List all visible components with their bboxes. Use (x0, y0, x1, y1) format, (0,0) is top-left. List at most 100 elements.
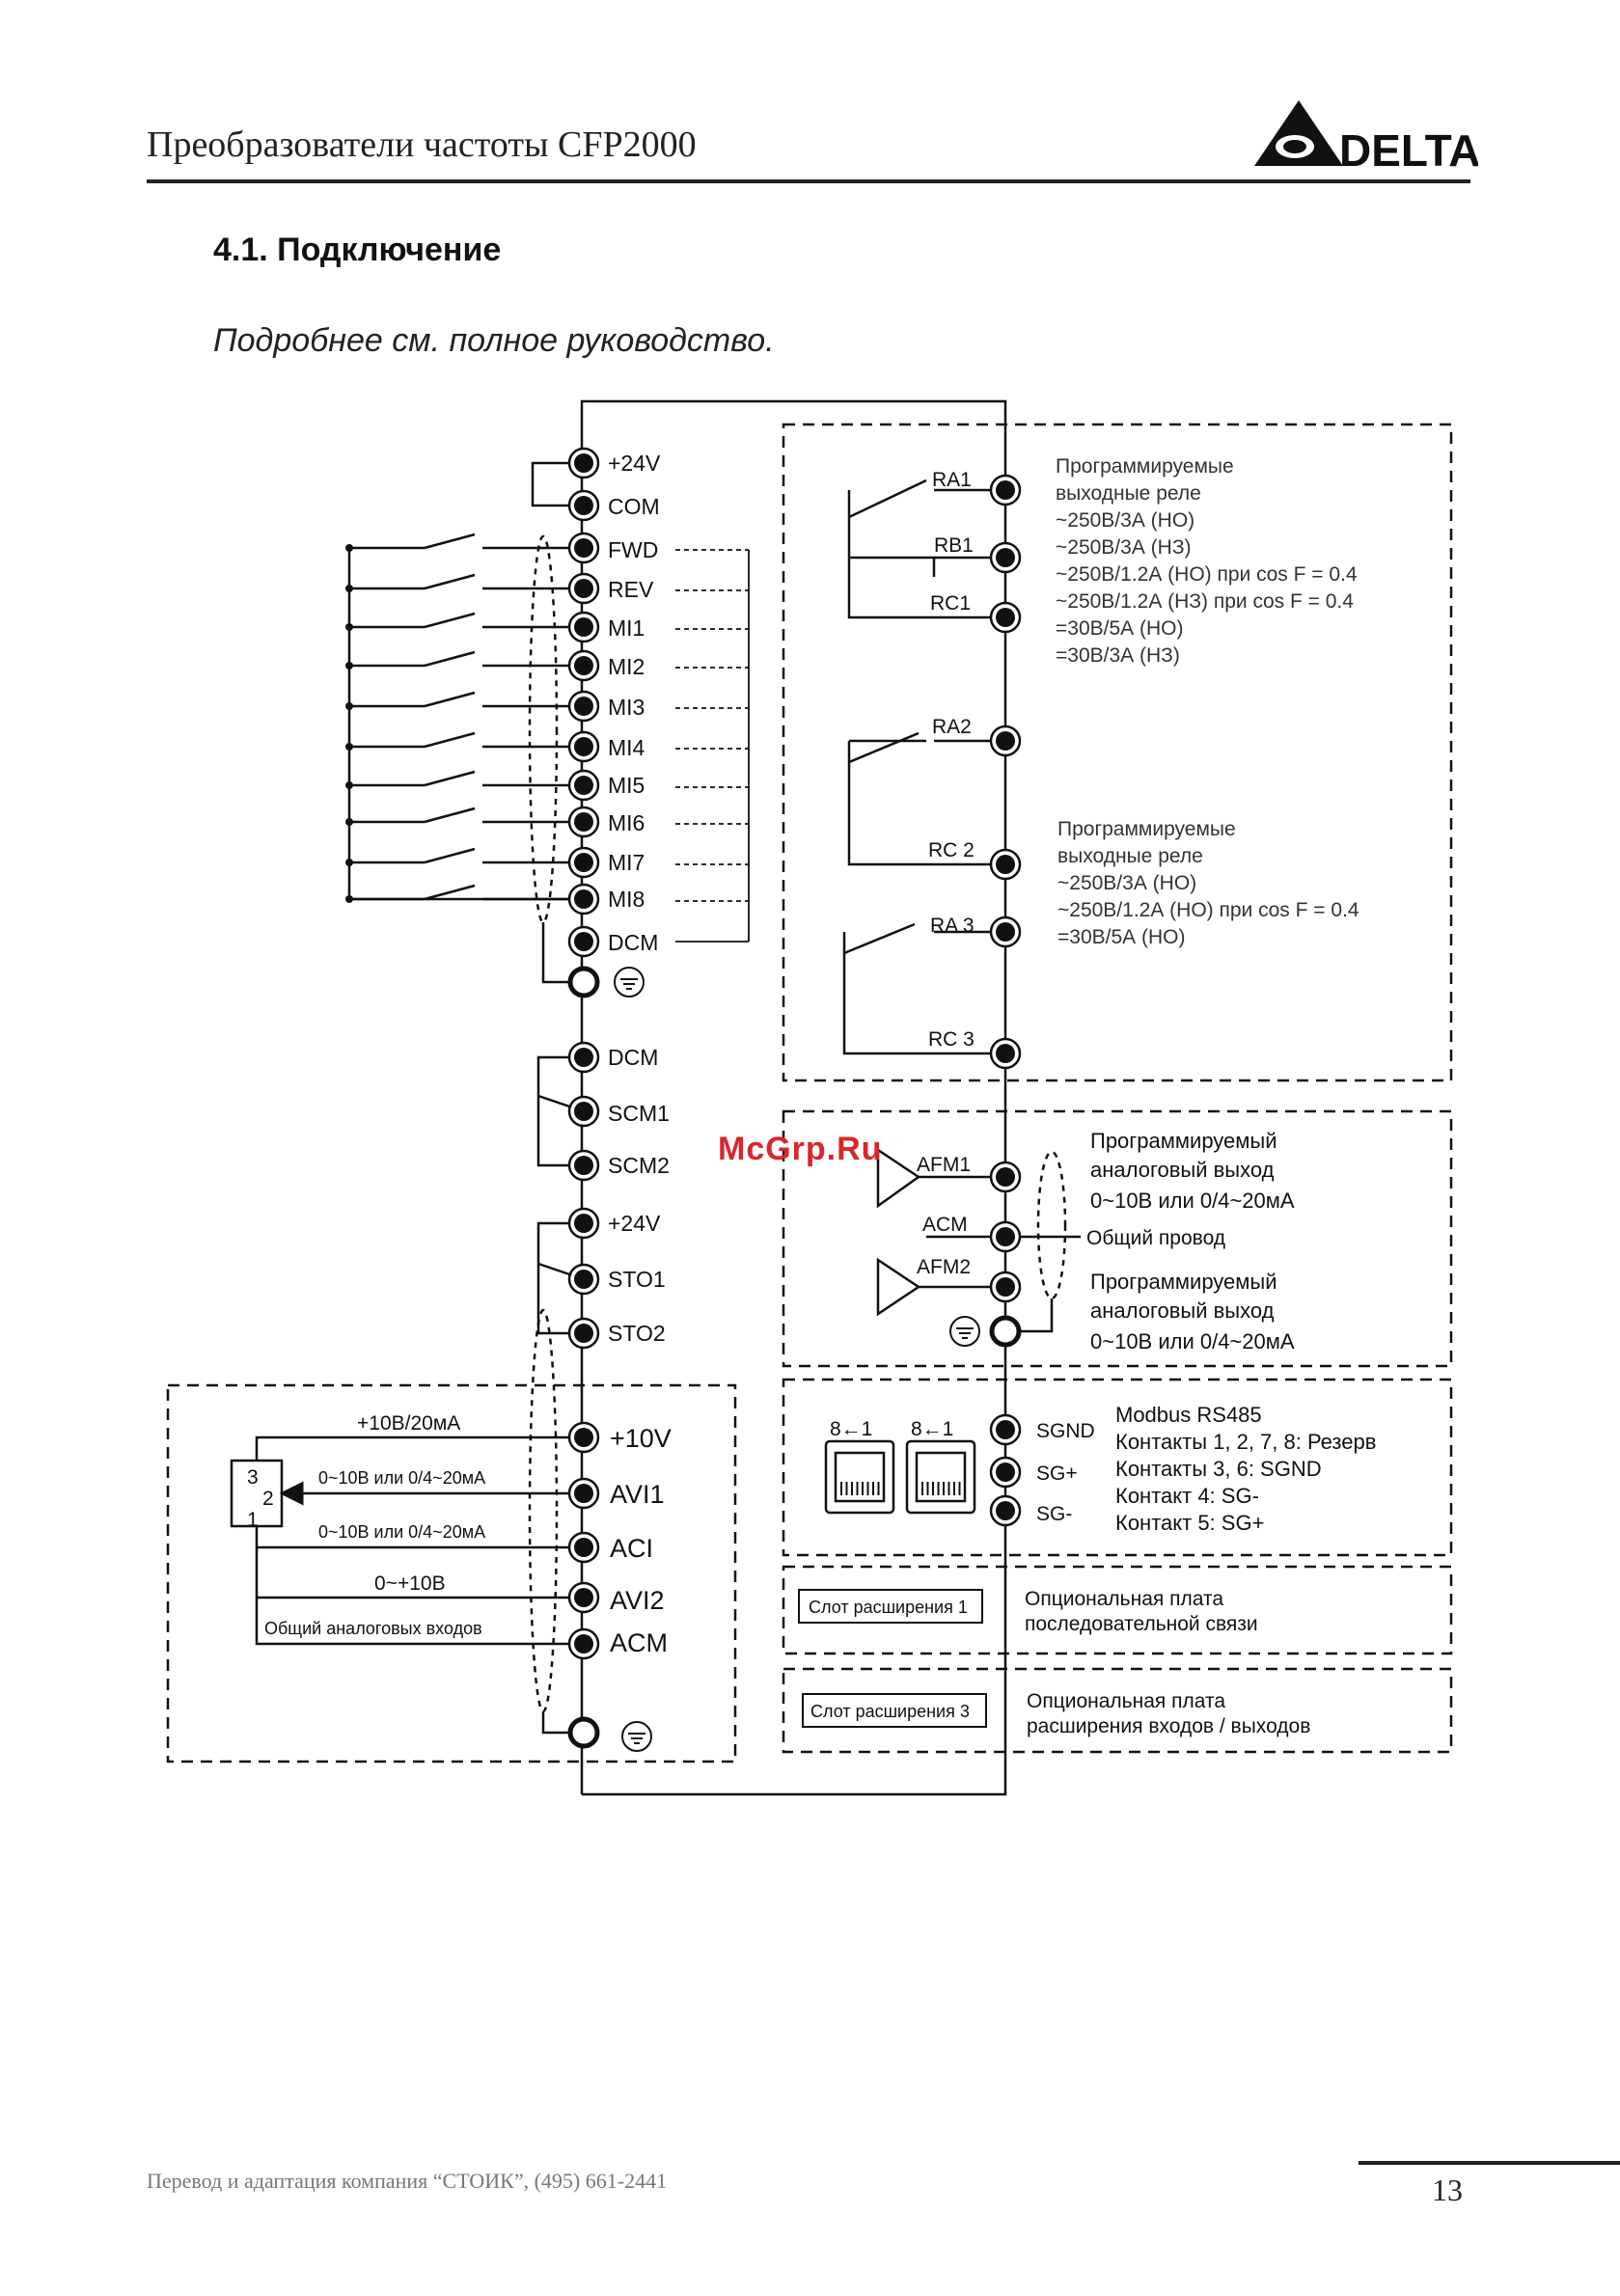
svg-text:~250В/1.2А (НЗ) при cos F = 0.: ~250В/1.2А (НЗ) при cos F = 0.4 (1056, 590, 1354, 613)
svg-text:Программируемые: Программируемые (1056, 455, 1234, 478)
page-number: 13 (1432, 2173, 1463, 2207)
terminal-label-sg-plus: SG+ (1036, 1462, 1078, 1485)
terminal-label-ra2: RA2 (932, 716, 972, 738)
terminal-label-mi6: MI6 (608, 810, 645, 835)
terminal-label-com: COM (608, 494, 660, 519)
terminal-label-mi3: MI3 (608, 695, 645, 720)
earth-ground-icon-0 (614, 967, 645, 998)
slot3: Слот расширения 3 Опциональная плата рас… (802, 1690, 1310, 1737)
port-label-1: 8←1 (830, 1418, 872, 1440)
terminal-label-afm2: AFM2 (917, 1256, 971, 1278)
port-label-2: 8←1 (911, 1418, 953, 1440)
terminal-label-avi1: AVI1 (610, 1480, 665, 1509)
slot1-label: Слот расширения 1 (809, 1598, 968, 1617)
ground-terminal-0 (567, 966, 600, 998)
terminal-label-24v-2: +24V (608, 1211, 661, 1236)
svg-text:=30В/5А (НО): =30В/5А (НО) (1057, 926, 1185, 948)
footer-divider (1359, 2161, 1620, 2165)
terminal-label-10v: +10V (610, 1424, 672, 1453)
svg-text:выходные реле: выходные реле (1057, 845, 1203, 867)
terminal-label-rc2: RC 2 (928, 839, 975, 861)
slot3-group-box (782, 1667, 1453, 1754)
digital-input-switches (347, 548, 584, 901)
svg-text:последовательной связи: последовательной связи (1025, 1613, 1258, 1635)
svg-text:Программируемый: Программируемый (1090, 1129, 1277, 1153)
pot-pin-1: 1 (247, 1509, 259, 1531)
terminal-label-dcm-2: DCM (608, 1045, 658, 1070)
terminal-label-mi5: MI5 (608, 773, 645, 798)
terminal-label-rc1: RC1 (930, 592, 971, 615)
terminal-label-ra1: RA1 (932, 469, 972, 491)
ground-terminal-2 (989, 1315, 1022, 1348)
svg-text:Программируемые: Программируемые (1057, 818, 1236, 840)
delta-logo-icon: DELTA (1254, 100, 1481, 176)
svg-text:Программируемый: Программируемый (1090, 1270, 1277, 1294)
terminal-label-afm1: AFM1 (917, 1154, 971, 1176)
svg-text:Опциональная плата: Опциональная плата (1025, 1588, 1223, 1610)
wire-label-10v: +10В/20мА (357, 1412, 460, 1435)
pot-pin-2: 2 (262, 1488, 274, 1510)
modbus-group-box (782, 1378, 1453, 1557)
footer-credit: Перевод и адаптация компания “СТОИК”, (4… (147, 2169, 668, 2193)
svg-text:Общий провод: Общий провод (1086, 1227, 1225, 1249)
left-terminal-labels: +24V COM FWD REV MI1 MI2 MI3 MI4 MI5 MI6… (608, 451, 672, 1657)
slot1: Слот расширения 1 Опциональная плата пос… (798, 1588, 1258, 1635)
earth-ground-icon-2 (949, 1316, 980, 1347)
terminal-label-rc3: RC 3 (928, 1028, 975, 1051)
terminal-label-sgnd: SGND (1036, 1420, 1095, 1442)
ground-terminal-1 (567, 1716, 600, 1749)
svg-text:Контакты 3, 6: SGND: Контакты 3, 6: SGND (1115, 1457, 1322, 1481)
terminal-label-dcm: DCM (608, 930, 658, 955)
terminal-label-mi7: MI7 (608, 850, 645, 875)
pot-pin-3: 3 (247, 1466, 259, 1489)
terminal-label-acm-out: ACM (922, 1214, 968, 1236)
header-divider (147, 179, 1470, 183)
svg-text:~250В/1.2А (НО) при cos F = 0.: ~250В/1.2А (НО) при cos F = 0.4 (1057, 899, 1359, 921)
slot1-group-box (782, 1565, 1453, 1655)
terminal-label-scm1: SCM1 (608, 1101, 670, 1126)
relay-group-box (782, 423, 1453, 1082)
rj45-port-2 (905, 1439, 976, 1515)
wire-label-avi2: 0~+10В (374, 1572, 446, 1595)
terminal-label-acm: ACM (610, 1628, 668, 1657)
analog-output-group-box (782, 1109, 1453, 1368)
rj45-port-1 (824, 1439, 895, 1515)
relay1-description: Программируемые выходные реле ~250В/3А (… (1056, 455, 1358, 667)
terminal-label-ra3: RA 3 (930, 915, 975, 937)
svg-text:0~10В или 0/4~20мА: 0~10В или 0/4~20мА (1090, 1329, 1295, 1353)
svg-text:~250В/3А (НО): ~250В/3А (НО) (1057, 872, 1196, 894)
svg-text:Modbus RS485: Modbus RS485 (1115, 1403, 1262, 1427)
analog-input-group-box (166, 1383, 737, 1763)
wire-label-avi1: 0~10В или 0/4~20мА (318, 1468, 485, 1488)
terminal-label-24v: +24V (608, 451, 661, 476)
terminal-label-aci: ACI (610, 1534, 653, 1563)
earth-ground-icon-1 (621, 1721, 652, 1752)
svg-text:~250В/3А (НО): ~250В/3А (НО) (1056, 509, 1194, 532)
svg-text:Опциональная плата: Опциональная плата (1027, 1690, 1225, 1712)
svg-text:=30В/3А (НЗ): =30В/3А (НЗ) (1056, 644, 1180, 667)
delta-logo: DELTA (1247, 96, 1481, 178)
svg-text:Контакт 4: SG-: Контакт 4: SG- (1115, 1484, 1259, 1508)
svg-text:аналоговый выход: аналоговый выход (1090, 1298, 1275, 1323)
terminal-label-rb1: RB1 (934, 534, 974, 557)
wire-label-common: Общий аналоговых входов (264, 1619, 482, 1638)
watermark: McGrp.Ru (718, 1131, 883, 1167)
logo-text: DELTA (1339, 125, 1478, 174)
wire-label-aci: 0~10В или 0/4~20мА (318, 1522, 485, 1542)
terminal-label-avi2: AVI2 (610, 1586, 665, 1615)
terminal-markers (345, 447, 1022, 1752)
section-title: 4.1. Подключение (213, 232, 502, 268)
svg-text:~250В/3А (НЗ): ~250В/3А (НЗ) (1056, 536, 1192, 559)
svg-text:выходные реле: выходные реле (1056, 482, 1201, 505)
terminal-label-sto1: STO1 (608, 1267, 666, 1292)
slot3-label: Слот расширения 3 (810, 1702, 970, 1721)
svg-text:расширения входов / выходов: расширения входов / выходов (1027, 1715, 1310, 1737)
svg-text:аналоговый выход: аналоговый выход (1090, 1158, 1275, 1182)
analog-output-description: Программируемый аналоговый выход 0~10В и… (1086, 1129, 1295, 1353)
terminal-label-sg-minus: SG- (1036, 1503, 1072, 1525)
terminal-label-mi1: MI1 (608, 615, 645, 641)
svg-text:Контакт 5: SG+: Контакт 5: SG+ (1115, 1511, 1264, 1535)
terminal-label-rev: REV (608, 577, 654, 602)
modbus-description: Modbus RS485 Контакты 1, 2, 7, 8: Резерв… (1115, 1403, 1376, 1535)
